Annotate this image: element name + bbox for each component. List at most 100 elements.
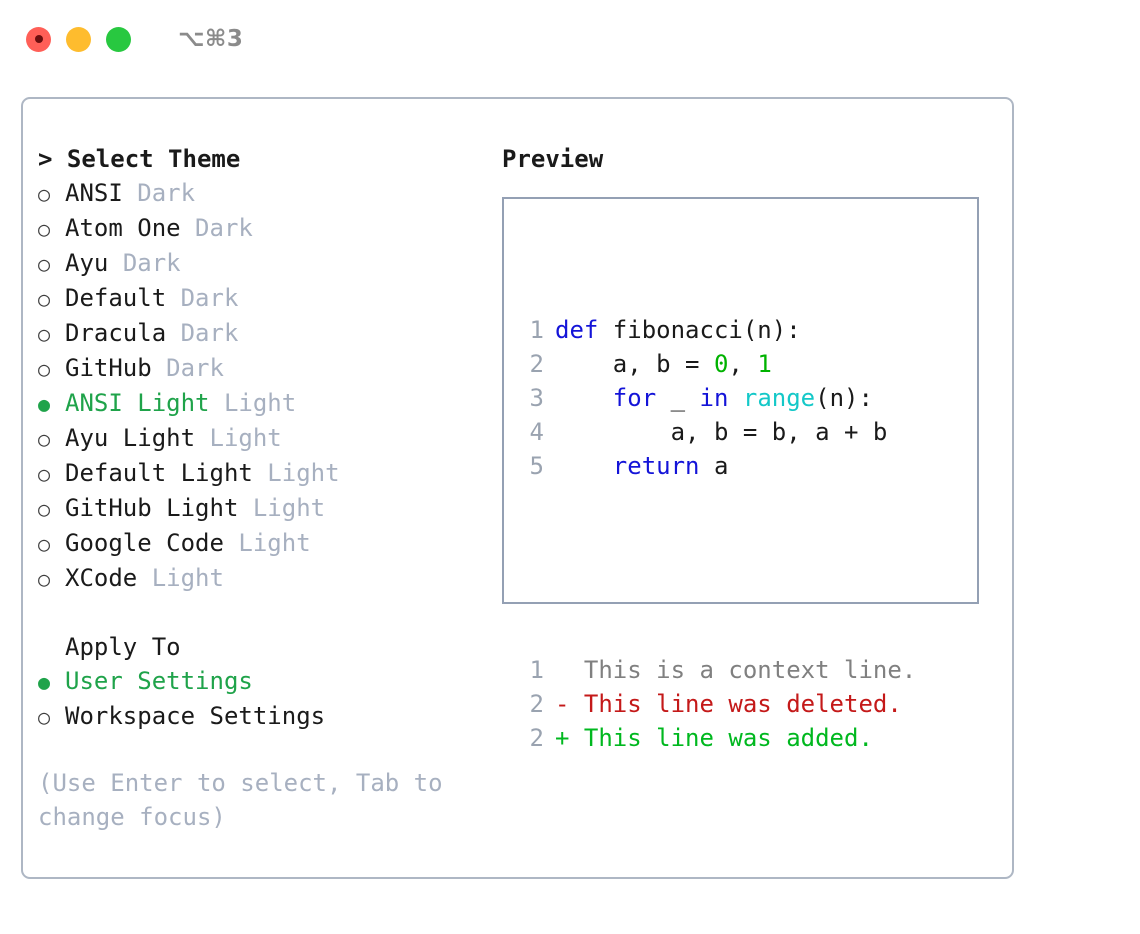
line-number: 4: [529, 418, 544, 446]
label-gap: [123, 176, 137, 210]
theme-list-item[interactable]: ● ANSI Light Light: [38, 386, 478, 421]
label-gap: [238, 491, 252, 525]
select-theme-header: > Select Theme: [38, 145, 241, 173]
diff-line-text: This line was deleted.: [583, 690, 902, 718]
code-line-text: def fibonacci(n):: [555, 313, 801, 347]
diff-marker: [555, 653, 584, 687]
apply-to-list[interactable]: ● User Settings ○ Workspace Settings: [38, 664, 478, 734]
radio-unselected-icon[interactable]: ○: [38, 217, 51, 241]
traffic-lights: [26, 26, 131, 52]
keyboard-hint-text: (Use Enter to select, Tab to change focu…: [38, 769, 458, 831]
code-line: 3 for _ in range(n):: [520, 381, 916, 415]
maximize-window-icon[interactable]: [106, 26, 131, 52]
radio-unselected-icon[interactable]: ○: [38, 497, 51, 521]
code-token-plain: (n):: [815, 384, 873, 412]
code-blank-line: [520, 551, 916, 585]
theme-variant-label: Dark: [180, 284, 239, 312]
theme-list[interactable]: ○ANSI Dark○Atom One Dark○Ayu Dark○Defaul…: [38, 176, 478, 596]
code-token-plain: a: [699, 452, 729, 480]
theme-list-item[interactable]: ○Default Dark: [38, 281, 478, 316]
theme-list-item[interactable]: ○GitHub Dark: [38, 351, 478, 386]
theme-variant-label: Light: [238, 529, 311, 557]
theme-variant-label: Dark: [137, 179, 196, 207]
radio-unselected-icon[interactable]: ○: [38, 532, 51, 556]
close-window-icon[interactable]: [26, 26, 51, 52]
label-gap: [210, 386, 224, 420]
theme-list-item[interactable]: ○ Dracula Dark: [38, 316, 478, 351]
code-token-num: 0: [713, 350, 729, 378]
label-gap: [253, 456, 267, 490]
code-token-kw: in: [699, 384, 729, 412]
code-token-plain: [555, 452, 613, 480]
code-line-text: a, b = b, a + b: [555, 415, 888, 449]
diff-line-text: This is a context line.: [583, 656, 917, 684]
diff-line-group: 1 This is a context line.2- This line wa…: [520, 653, 917, 755]
theme-name-label: Google Code: [65, 529, 224, 557]
line-number: 2: [529, 724, 544, 752]
theme-list-item[interactable]: ○ANSI Dark: [38, 176, 478, 211]
theme-list-item[interactable]: ○ Ayu Light Light: [38, 421, 478, 456]
theme-list-item[interactable]: ○XCode Light: [38, 561, 478, 596]
label-gap: [181, 211, 195, 245]
radio-unselected-icon[interactable]: ○: [38, 252, 51, 276]
radio-unselected-icon[interactable]: ○: [38, 357, 51, 381]
diff-line: 2- This line was deleted.: [520, 687, 916, 721]
line-number: 5: [529, 452, 544, 480]
diff-line: 2+ This line was added.: [520, 721, 916, 755]
theme-selector-panel: > Select Theme ○ANSI Dark○Atom One Dark○…: [21, 97, 1014, 879]
list-spacer: [38, 596, 478, 630]
radio-unselected-icon[interactable]: ○: [38, 705, 51, 729]
code-token-plain: fibonacci(n):: [598, 316, 801, 344]
theme-list-item[interactable]: ○ Ayu Dark: [38, 246, 478, 281]
code-token-plain: [555, 384, 613, 412]
radio-unselected-icon[interactable]: ○: [38, 427, 51, 451]
label-gap: [166, 316, 180, 350]
code-token-num: 1: [757, 350, 772, 378]
apply-to-item[interactable]: ● User Settings: [38, 664, 478, 699]
theme-variant-label: Light: [252, 494, 326, 522]
theme-list-item[interactable]: ○Default Light Light: [38, 456, 478, 491]
line-number: 3: [529, 384, 544, 412]
apply-to-header: Apply To: [65, 633, 181, 661]
apply-to-label: Workspace Settings: [65, 702, 326, 730]
radio-selected-icon[interactable]: ●: [38, 392, 51, 416]
radio-selected-icon[interactable]: ●: [38, 670, 51, 694]
apply-to-item[interactable]: ○ Workspace Settings: [38, 699, 478, 734]
theme-name-label: Ayu Light: [65, 424, 196, 452]
diff-line: 1 This is a context line.: [520, 653, 917, 687]
line-number: 1: [529, 656, 544, 684]
label-gap: [166, 281, 180, 315]
theme-variant-label: Light: [267, 459, 340, 487]
radio-unselected-icon[interactable]: ○: [38, 322, 51, 346]
radio-unselected-icon[interactable]: ○: [38, 567, 51, 591]
theme-list-item[interactable]: ○Atom One Dark: [38, 211, 478, 246]
theme-variant-label: Light: [209, 424, 282, 452]
code-token-plain: ,: [728, 350, 758, 378]
window-titlebar: ⌥⌘3: [0, 0, 1140, 78]
line-number: 2: [529, 350, 544, 378]
radio-unselected-icon[interactable]: ○: [38, 462, 51, 486]
line-number: 2: [529, 690, 544, 718]
code-line: 5 return a: [520, 449, 916, 483]
radio-unselected-icon[interactable]: ○: [38, 287, 51, 311]
theme-variant-label: Dark: [122, 249, 181, 277]
theme-name-label: Atom One: [65, 214, 181, 242]
theme-list-item[interactable]: ○ Google Code Light: [38, 526, 478, 561]
theme-variant-label: Dark: [180, 319, 239, 347]
radio-unselected-icon[interactable]: ○: [38, 182, 51, 206]
minimize-window-icon[interactable]: [66, 26, 91, 52]
line-number: 1: [529, 316, 544, 344]
theme-variant-label: Light: [223, 389, 297, 417]
theme-list-item[interactable]: ○GitHub Light Light: [38, 491, 478, 526]
theme-name-label: Ayu: [65, 249, 109, 277]
code-token-plain: a, b = b, a + b: [555, 418, 888, 446]
theme-name-label: XCode: [65, 564, 138, 592]
theme-name-label: Dracula: [65, 319, 167, 347]
label-gap: [137, 561, 151, 595]
theme-name-label: ANSI Light: [65, 389, 210, 417]
apply-to-label: User Settings: [65, 667, 253, 695]
